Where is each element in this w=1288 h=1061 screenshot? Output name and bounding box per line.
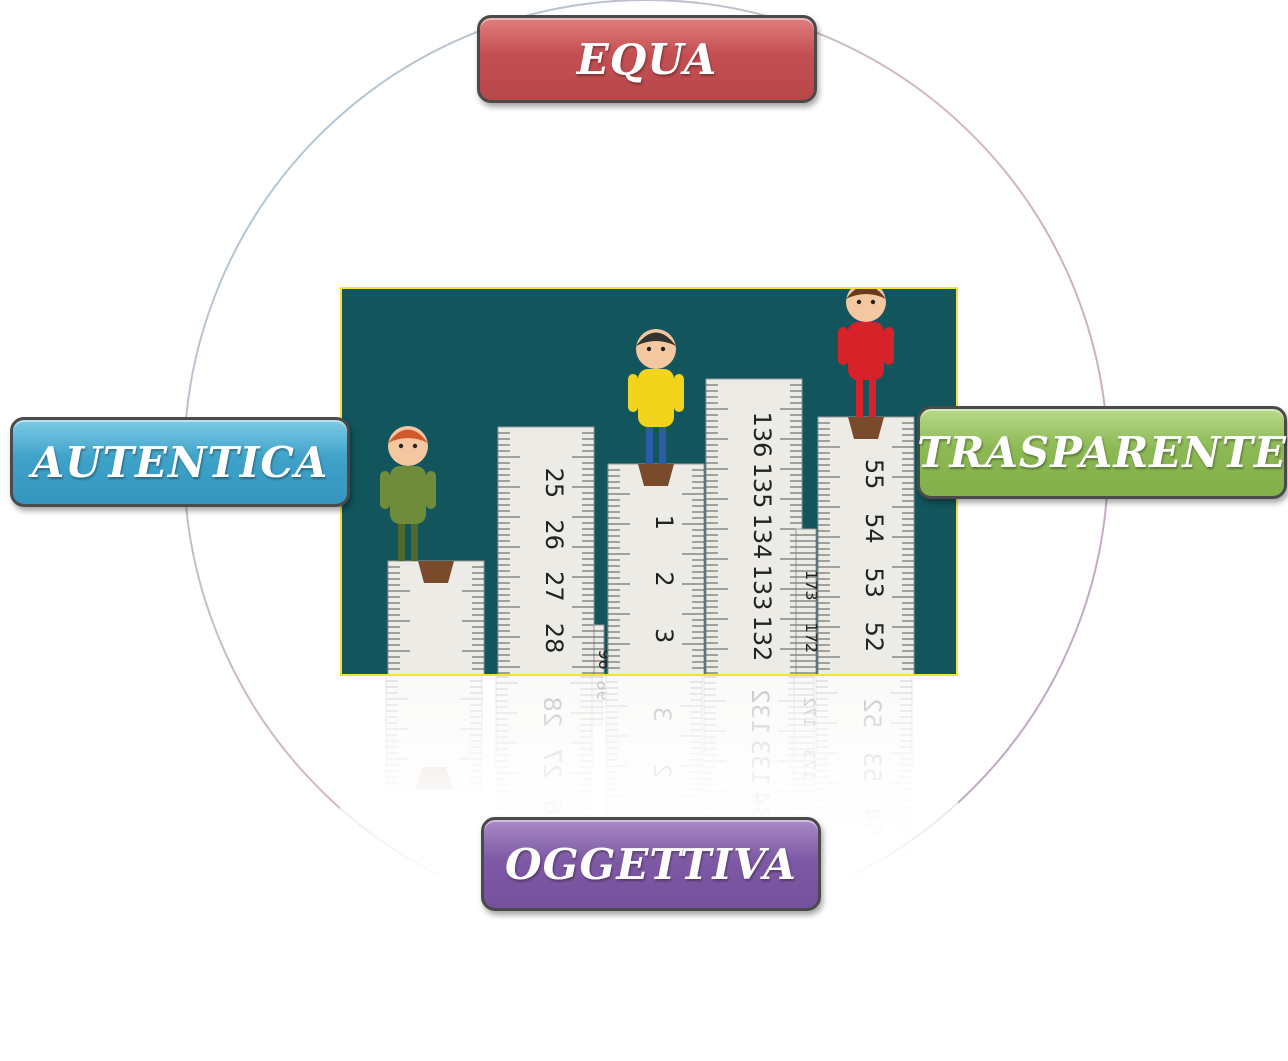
ruler-notch [418,561,454,583]
ruler-number: 27 [540,571,568,602]
ruler-number: 28 [540,623,568,654]
ruler-number: 55 [860,459,888,490]
ruler-number: 3 [650,628,678,643]
label-box-autentica: AUTENTICA [10,417,350,507]
ruler-segment: 55 54 53 52 [817,416,915,674]
svg-text:54: 54 [858,806,886,837]
ruler-number: 53 [860,567,888,598]
ruler-number: 25 [540,468,568,499]
ruler-number: 172 [802,622,821,653]
child-girl [838,289,894,417]
svg-text:133: 133 [746,740,774,786]
label-oggettiva: OGGETTIVA [505,839,797,889]
ruler-body [607,463,705,674]
child-middle [628,329,684,464]
label-box-trasparente: TRASPARENTE [917,406,1287,499]
svg-text:27: 27 [538,748,566,779]
ruler-number: 133 [748,565,776,611]
ruler-number: 2 [650,571,678,586]
ruler-segment: 136 135 134 133 132 [705,378,803,674]
svg-text:132: 132 [746,689,774,735]
ruler-segment [387,560,485,674]
child-small [380,426,436,561]
svg-text:53: 53 [858,752,886,783]
ruler-number: 135 [748,463,776,509]
svg-text:3: 3 [648,707,676,722]
svg-text:55: 55 [858,861,886,876]
label-box-oggettiva: OGGETTIVA [481,817,821,911]
ruler-group: 2526272896123136135134133132173172555453… [387,378,915,674]
ruler-number: 134 [748,514,776,560]
ruler-segment: 1 2 3 [607,463,705,674]
label-box-equa: EQUA [477,15,817,103]
ruler-body [705,378,803,674]
ruler-notch [848,417,884,439]
label-autentica: AUTENTICA [31,437,329,487]
ruler-notch [638,464,674,486]
ruler-body [817,416,915,674]
svg-text:28: 28 [538,697,566,728]
label-equa: EQUA [576,34,718,84]
ruler-number: 132 [748,616,776,662]
ruler-segment: 173 172 [794,528,821,674]
ruler-number: 173 [802,570,821,601]
ruler-number: 26 [540,519,568,550]
ruler-segment: 25 26 27 28 [497,426,595,674]
ruler-number: 52 [860,622,888,653]
ruler-number: 136 [748,412,776,458]
rulers-illustration: 2526272896123136135134133132173172555453… [380,289,915,674]
svg-text:2: 2 [648,763,676,778]
ruler-body [497,426,595,674]
ruler-number: 54 [860,513,888,544]
ruler-number: 1 [650,515,678,530]
children-group [380,289,894,561]
svg-text:52: 52 [858,698,886,729]
label-trasparente: TRASPARENTE [917,428,1287,477]
